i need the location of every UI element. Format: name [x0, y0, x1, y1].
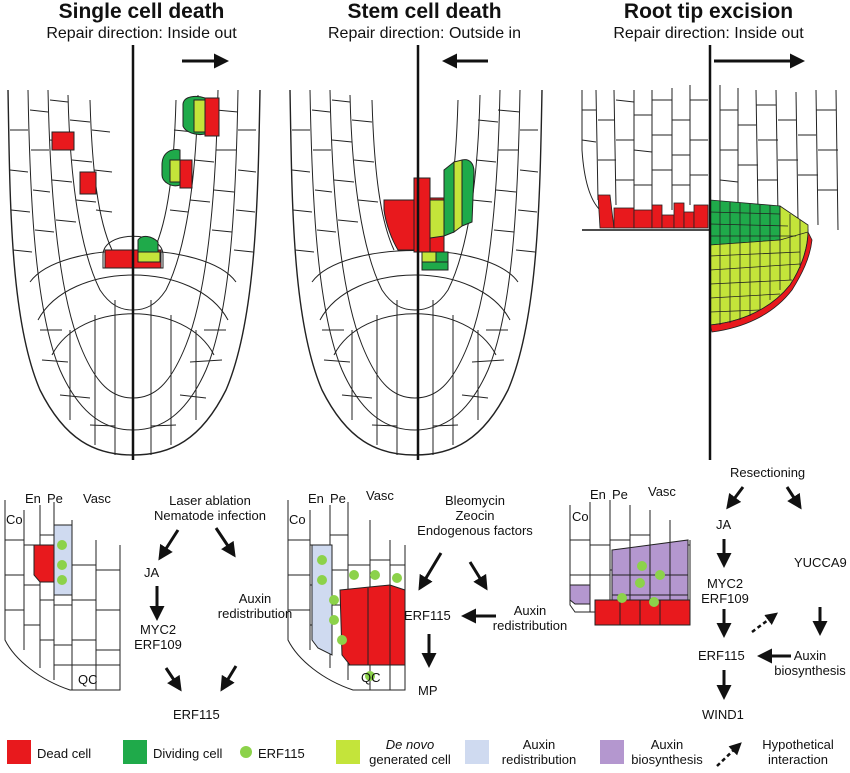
zoom3-label-co: Co: [572, 509, 589, 524]
pw3-erf109: ERF109: [701, 591, 749, 606]
legend-swatch-hypothetical: [716, 742, 742, 767]
legend-label-auxin-redist-2: redistribution: [501, 752, 577, 767]
panel-3-title: Root tip excision: [623, 0, 794, 23]
legend-label-auxin-redist-1: Auxin: [522, 737, 556, 752]
pw3-myc2: MYC2: [706, 576, 744, 591]
pw3-myc2-erf109: MYC2 ERF109: [694, 576, 756, 606]
pw3-erf115: ERF115: [698, 648, 745, 663]
panel-1-title: Single cell death: [58, 0, 225, 23]
root2-colored-cells: [383, 159, 475, 271]
root-tip-excision: [581, 85, 839, 231]
legend-label-dividing: Dividing cell: [153, 746, 223, 761]
legend-label-auxin-bio-1: Auxin: [650, 737, 684, 752]
legend-label-de-novo: De novo generated cell: [360, 737, 460, 767]
legend-swatch-de-novo: [336, 740, 360, 764]
panel-3-subtitle: Repair direction: Inside out: [613, 25, 804, 42]
legend-swatch-auxin-redistribution: [465, 740, 489, 764]
zoom-3: [569, 500, 691, 626]
root-stem-cell-death: [289, 89, 543, 456]
zoom2-label-qc: QC: [361, 670, 381, 685]
pw2-mp: MP: [418, 683, 438, 698]
pw2-auxin-2: redistribution: [492, 618, 568, 633]
pw1-auxin-1: Auxin: [238, 591, 272, 606]
pw3-ja: JA: [716, 517, 732, 532]
legend-label-de-novo-2: generated cell: [369, 752, 451, 767]
legend-swatches: [7, 740, 742, 767]
zoom1-label-pe: Pe: [47, 491, 63, 506]
pw1-trigger: Laser ablation Nematode infection: [150, 493, 270, 523]
legend-label-erf115: ERF115: [258, 746, 305, 761]
legend-swatch-erf115: [240, 746, 252, 758]
pw1-auxin-2: redistribution: [217, 606, 293, 621]
pw1-myc2: MYC2: [139, 622, 177, 637]
zoom3-label-pe: Pe: [612, 487, 628, 502]
pw1-trigger-2: Nematode infection: [153, 508, 266, 523]
legend-label-hypothetical: Hypothetical interaction: [752, 737, 844, 767]
pw1-myc2-erf109: MYC2 ERF109: [125, 622, 191, 652]
pw2-trigger-1: Bleomycin: [445, 493, 505, 508]
root3-colored-cells: [597, 194, 813, 333]
pw1-erf115: ERF115: [173, 707, 220, 722]
zoom1-label-qc: QC: [78, 672, 98, 687]
zoom2-label-vasc: Vasc: [366, 488, 394, 503]
legend-swatch-dividing: [123, 740, 147, 764]
zoom2-label-en: En: [308, 491, 324, 506]
pw1-ja: JA: [144, 565, 160, 580]
hypothetical-arrow: [751, 612, 778, 633]
zoom1-label-vasc: Vasc: [83, 491, 111, 506]
pathway-arrows: [149, 486, 828, 700]
zoom2-label-co: Co: [289, 512, 306, 527]
pw1-auxin: Auxin redistribution: [210, 591, 300, 621]
zoom3-label-en: En: [590, 487, 606, 502]
zoom1-label-en: En: [25, 491, 41, 506]
pw2-trigger-3: Endogenous factors: [417, 523, 533, 538]
pw3-resectioning: Resectioning: [730, 465, 806, 480]
pw1-trigger-1: Laser ablation: [169, 493, 251, 508]
pw3-auxin-1: Auxin: [793, 648, 827, 663]
legend-swatch-dead: [7, 740, 31, 764]
pw3-auxin-2: biosynthesis: [774, 663, 846, 678]
legend-label-auxin-redistribution: Auxin redistribution: [489, 737, 589, 767]
legend-swatch-auxin-biosynthesis: [600, 740, 624, 764]
zoom-2: [287, 500, 406, 691]
legend-label-auxin-bio-2: biosynthesis: [631, 752, 703, 767]
panel-2-title: Stem cell death: [347, 0, 502, 23]
legend-label-hypo-2: interaction: [768, 752, 828, 767]
zoom1-label-co: Co: [6, 512, 23, 527]
pw2-auxin: Auxin redistribution: [490, 603, 570, 633]
zoom-1: [4, 500, 121, 691]
pw3-wind1: WIND1: [702, 707, 744, 722]
pw2-trigger: Bleomycin Zeocin Endogenous factors: [405, 493, 545, 538]
pw3-yucca9: YUCCA9: [794, 555, 847, 570]
panel-2-subtitle: Repair direction: Outside in: [328, 25, 521, 42]
zoom2-label-pe: Pe: [330, 491, 346, 506]
legend-label-hypo-1: Hypothetical: [762, 737, 834, 752]
pw2-trigger-2: Zeocin: [455, 508, 495, 523]
pw2-erf115: ERF115: [404, 608, 451, 623]
pw2-auxin-1: Auxin: [513, 603, 547, 618]
zoom3-label-vasc: Vasc: [648, 484, 676, 499]
panel-1-subtitle: Repair direction: Inside out: [46, 25, 237, 42]
pw1-erf109: ERF109: [134, 637, 182, 652]
root1-colored-cells: [51, 95, 220, 269]
pw3-auxin: Auxin biosynthesis: [772, 648, 848, 678]
legend-label-dead: Dead cell: [37, 746, 92, 761]
legend-label-auxin-biosynthesis: Auxin biosynthesis: [622, 737, 712, 767]
legend-label-de-novo-1: De novo: [385, 737, 435, 752]
